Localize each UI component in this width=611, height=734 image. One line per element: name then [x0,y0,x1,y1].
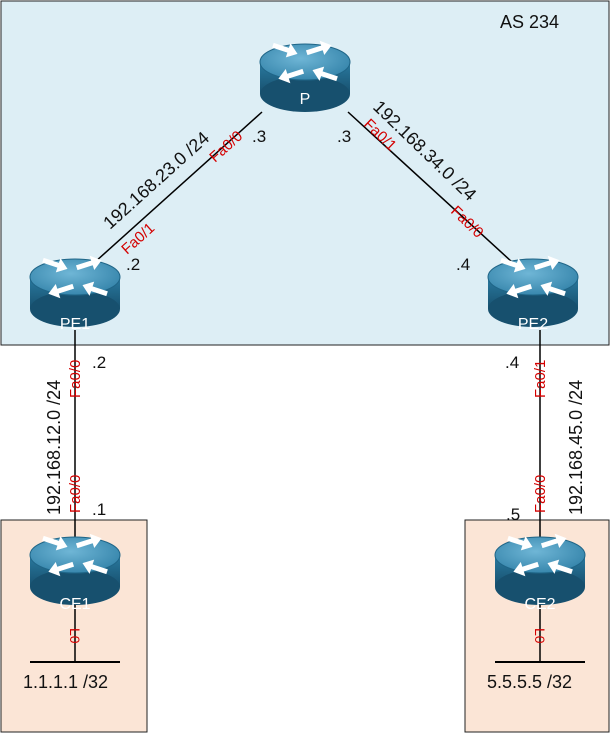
loopback-iface-ce1: L0 [67,628,83,644]
host-label-pe1-2: .2 [126,255,140,274]
iface-label-ce2-fa00: Fa0/0 [532,475,549,513]
router-ce1[interactable]: CE1 [29,530,121,613]
router-name: P [300,91,311,108]
as-label: AS 234 [500,12,559,32]
router-name: PE1 [60,316,90,333]
host-label-pe2-4-top: .4 [456,255,470,274]
iface-label-ce1-fa00: Fa0/0 [67,475,84,513]
host-label-pe1-2-bottom: .2 [92,353,106,372]
link-pe1-p [94,111,263,263]
loopback-network-ce1: 1.1.1.1 /32 [23,672,108,692]
host-label-ce1-1: .1 [92,500,106,519]
router-name: CE1 [59,596,90,613]
loopback-iface-ce2: L0 [532,628,548,644]
router-pe1[interactable]: PE1 [29,252,121,333]
subnet-label-pe2-ce2: 192.168.45.0 /24 [566,380,586,515]
router-name: CE2 [524,596,555,613]
loopback-network-ce2: 5.5.5.5 /32 [487,672,572,692]
router-icon [494,530,586,606]
router-icon [29,530,121,606]
host-label-p-3-left: .3 [252,127,266,146]
iface-label-pe1-fa00-down: Fa0/0 [67,360,84,398]
router-pe2[interactable]: PE2 [487,252,579,333]
router-name: PE2 [518,316,548,333]
link-p-pe2 [347,111,513,263]
host-label-p-3-right: .3 [337,127,351,146]
router-ce2[interactable]: CE2 [494,530,586,613]
host-label-pe2-4-bottom: .4 [505,353,519,372]
iface-label-pe2-fa01-down: Fa0/1 [532,360,549,398]
subnet-label-pe1-ce1: 192.168.12.0 /24 [44,380,64,515]
host-label-ce2-5: .5 [506,505,520,524]
router-p[interactable]: P [259,37,351,113]
